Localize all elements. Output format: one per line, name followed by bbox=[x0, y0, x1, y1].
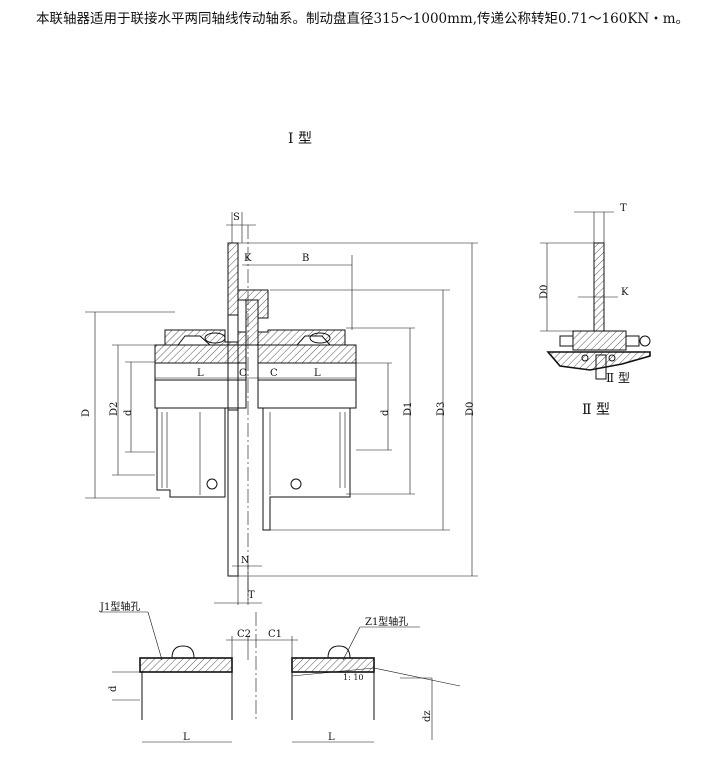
left-hub-band bbox=[154, 344, 247, 364]
dim-D2: D2 bbox=[109, 402, 120, 416]
seal-right bbox=[309, 332, 331, 344]
z1-bore-body bbox=[291, 657, 375, 673]
type1-view: S K B L C C L D D2 d d D1 bbox=[81, 212, 478, 605]
gear-tooth-left bbox=[206, 478, 218, 490]
dim-C-right: C bbox=[270, 368, 278, 379]
type2-view: T D0 K Ⅱ 型 Ⅱ 型 bbox=[539, 203, 651, 418]
dim-S: S bbox=[233, 212, 240, 223]
j1-bore-body bbox=[139, 657, 233, 673]
type2-part-label: Ⅱ 型 bbox=[606, 371, 630, 385]
j1-bore-label: J1型轴孔 bbox=[99, 600, 140, 613]
dim-L-right: L bbox=[314, 368, 321, 379]
dim-B: B bbox=[302, 253, 309, 264]
dim-d: d bbox=[123, 409, 134, 416]
dim-N: N bbox=[241, 556, 249, 566]
right-sleeve-upper bbox=[257, 329, 346, 346]
bore-dim-dz: dz bbox=[422, 710, 433, 722]
type2-bolt-plate bbox=[572, 330, 627, 351]
type2-disc bbox=[593, 242, 605, 332]
type2-dim-T: T bbox=[620, 203, 627, 214]
right-hub-band bbox=[257, 344, 357, 364]
type2-title: Ⅱ 型 bbox=[582, 402, 610, 418]
bore-dim-C1: C1 bbox=[268, 629, 282, 640]
left-hub-lower bbox=[156, 408, 226, 498]
type2-dim-D0: D0 bbox=[539, 285, 550, 299]
type1-title: I 型 bbox=[288, 131, 312, 147]
type2-dim-K: K bbox=[621, 287, 629, 298]
intro-paragraph: 本联轴器适用于联接水平两同轴线传动轴系。制动盘直径315～1000mm,传递公称… bbox=[36, 11, 690, 27]
dim-D0: D0 bbox=[465, 402, 476, 416]
bore-dim-L-left: L bbox=[183, 732, 190, 743]
bore-details: J1型轴孔 d L C2 C1 Z1型轴孔 1: 10 dz bbox=[99, 600, 461, 743]
bore-dim-d: d bbox=[108, 685, 119, 692]
right-hub-lower bbox=[262, 408, 351, 531]
taper-ratio: 1: 10 bbox=[343, 673, 364, 682]
dim-D: D bbox=[81, 409, 92, 417]
z1-bore-label: Z1型轴孔 bbox=[365, 615, 408, 628]
seal-left bbox=[204, 332, 226, 344]
gear-tooth-right bbox=[290, 478, 302, 490]
brake-disc-upper bbox=[227, 242, 239, 316]
dim-T: T bbox=[248, 590, 255, 601]
dim-D1: D1 bbox=[403, 402, 414, 416]
dim-d-right: d bbox=[380, 409, 391, 416]
dim-K: K bbox=[244, 253, 252, 264]
bore-dim-L-right: L bbox=[328, 732, 335, 743]
dim-L-left: L bbox=[197, 368, 204, 379]
dim-C-left: C bbox=[239, 368, 247, 379]
dim-D3: D3 bbox=[436, 402, 447, 416]
brake-disc-lower bbox=[227, 409, 239, 577]
type2-hub bbox=[546, 351, 651, 371]
bore-dim-C2: C2 bbox=[237, 629, 251, 640]
